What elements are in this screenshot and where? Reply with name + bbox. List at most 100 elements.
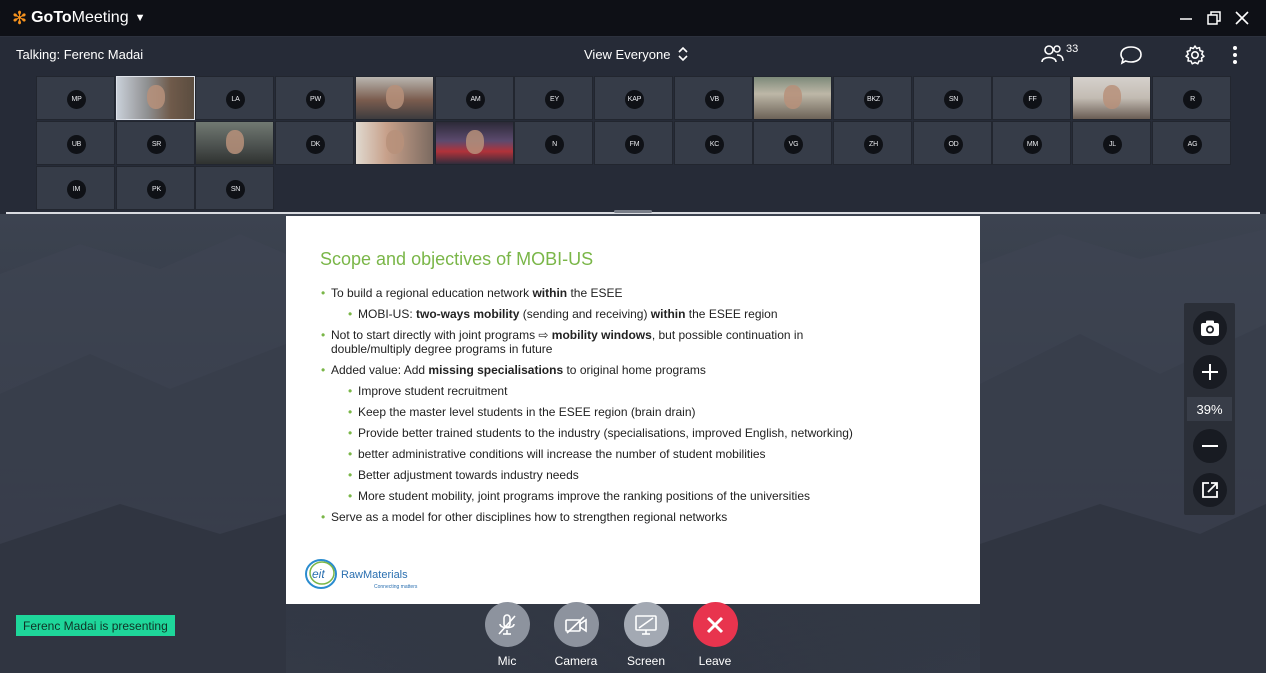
participant-tile[interactable]: PK: [116, 166, 195, 210]
leave-label: Leave: [698, 654, 732, 668]
presenting-badge: Ferenc Madai is presenting: [16, 615, 175, 636]
participant-video: [784, 85, 802, 109]
close-button[interactable]: [1228, 5, 1256, 31]
minus-icon: [1202, 445, 1218, 447]
attendee-count: 33: [1066, 43, 1079, 55]
resize-grip[interactable]: [614, 210, 652, 213]
participant-tile[interactable]: LA: [195, 76, 274, 120]
screen-label: Screen: [626, 654, 666, 668]
gear-icon: [1185, 45, 1205, 65]
participant-video-tile[interactable]: [116, 76, 195, 120]
brand-light: Meeting: [71, 9, 129, 26]
zoom-level: 39%: [1187, 397, 1232, 421]
screen-button[interactable]: Screen: [616, 602, 676, 668]
participant-tile[interactable]: MP: [36, 76, 115, 120]
participant-tile[interactable]: VG: [753, 121, 832, 165]
participant-video-tile[interactable]: [355, 121, 434, 165]
more-vertical-icon: [1233, 46, 1237, 64]
participant-tile[interactable]: DK: [275, 121, 354, 165]
slide-sub-bullet: •Keep the master level students in the E…: [348, 405, 696, 419]
slide-sub-bullet: •better administrative conditions will i…: [348, 447, 766, 461]
participant-video: [226, 130, 244, 154]
slide-bullet: •To build a regional education network w…: [321, 286, 623, 300]
chat-icon: [1120, 46, 1142, 65]
status-bar: Talking: Ferenc Madai View Everyone 33: [0, 38, 1266, 72]
participant-tile[interactable]: PW: [275, 76, 354, 120]
participant-avatar: MM: [1023, 135, 1042, 154]
participant-avatar: KAP: [625, 90, 644, 109]
chat-button[interactable]: [1119, 45, 1143, 68]
close-icon: [1235, 11, 1249, 25]
mountain-background: [0, 229, 1266, 673]
participant-video-tile[interactable]: [1072, 76, 1151, 120]
participant-tile[interactable]: BKZ: [833, 76, 912, 120]
participant-video: [466, 130, 484, 154]
participant-avatar: ZH: [864, 135, 883, 154]
more-options-button[interactable]: [1232, 45, 1238, 68]
brand-strong: GoTo: [31, 9, 72, 26]
logo-tagline-text: Connecting matters: [374, 584, 418, 590]
participant-tile[interactable]: MM: [992, 121, 1071, 165]
participant-avatar: UB: [67, 135, 86, 154]
camera-off-icon: [565, 615, 587, 634]
participant-tile[interactable]: N: [514, 121, 593, 165]
participant-avatar: N: [545, 135, 564, 154]
slide-sub-bullet: •Better adjustment towards industry need…: [348, 468, 579, 482]
participant-tile[interactable]: FM: [594, 121, 673, 165]
view-selector[interactable]: View Everyone: [584, 46, 689, 62]
participant-avatar: MP: [67, 90, 86, 109]
participant-avatar: PK: [147, 180, 166, 199]
screen-share-off-icon: [635, 614, 657, 635]
participant-tile[interactable]: SR: [116, 121, 195, 165]
eit-rawmaterials-logo: eit RawMaterials Connecting matters: [305, 559, 418, 590]
participant-tile[interactable]: KAP: [594, 76, 673, 120]
slide-title: Scope and objectives of MOBI-US: [320, 249, 594, 269]
participant-tile[interactable]: ZH: [833, 121, 912, 165]
restore-button[interactable]: [1200, 5, 1228, 31]
participant-tile[interactable]: SN: [195, 166, 274, 210]
participant-tile[interactable]: VB: [674, 76, 753, 120]
participant-video: [386, 85, 404, 109]
participant-avatar: VG: [784, 135, 803, 154]
settings-button[interactable]: [1184, 44, 1206, 69]
participant-tile[interactable]: OD: [913, 121, 992, 165]
leave-button[interactable]: Leave: [685, 602, 745, 668]
participant-avatar: SN: [226, 180, 245, 199]
participant-avatar: LA: [226, 90, 245, 109]
participant-avatar: DK: [306, 135, 325, 154]
minimize-icon: [1180, 18, 1192, 20]
zoom-in-button[interactable]: [1193, 355, 1227, 389]
slide-sub-bullet: •More student mobility, joint programs i…: [348, 489, 810, 503]
participant-video: [386, 130, 404, 154]
participant-video-tile[interactable]: [435, 121, 514, 165]
slide-bullet: •Serve as a model for other disciplines …: [321, 510, 728, 524]
participant-video-tile[interactable]: [355, 76, 434, 120]
participant-video-tile[interactable]: [195, 121, 274, 165]
participant-tile[interactable]: SN: [913, 76, 992, 120]
minimize-button[interactable]: [1172, 5, 1200, 31]
mic-button[interactable]: Mic: [477, 602, 537, 668]
people-icon: [1041, 45, 1064, 63]
camera-button[interactable]: Camera: [546, 602, 606, 668]
attendees-button[interactable]: 33: [1040, 43, 1079, 64]
participant-tile[interactable]: FF: [992, 76, 1071, 120]
participant-tile[interactable]: EY: [514, 76, 593, 120]
participant-tile[interactable]: AG: [1152, 121, 1231, 165]
participant-video-tile[interactable]: [753, 76, 832, 120]
zoom-out-button[interactable]: [1193, 429, 1227, 463]
logo-name-text: RawMaterials: [341, 569, 408, 581]
participant-avatar: R: [1183, 90, 1202, 109]
snapshot-button[interactable]: [1193, 311, 1227, 345]
participant-tile[interactable]: IM: [36, 166, 115, 210]
grid-resize-divider[interactable]: [6, 210, 1260, 214]
participant-tile[interactable]: JL: [1072, 121, 1151, 165]
participant-tile[interactable]: AM: [435, 76, 514, 120]
participant-avatar: EY: [545, 90, 564, 109]
participant-tile[interactable]: UB: [36, 121, 115, 165]
participant-avatar: BKZ: [864, 90, 883, 109]
participant-tile[interactable]: KC: [674, 121, 753, 165]
pop-out-button[interactable]: [1193, 473, 1227, 507]
participant-tile[interactable]: R: [1152, 76, 1231, 120]
